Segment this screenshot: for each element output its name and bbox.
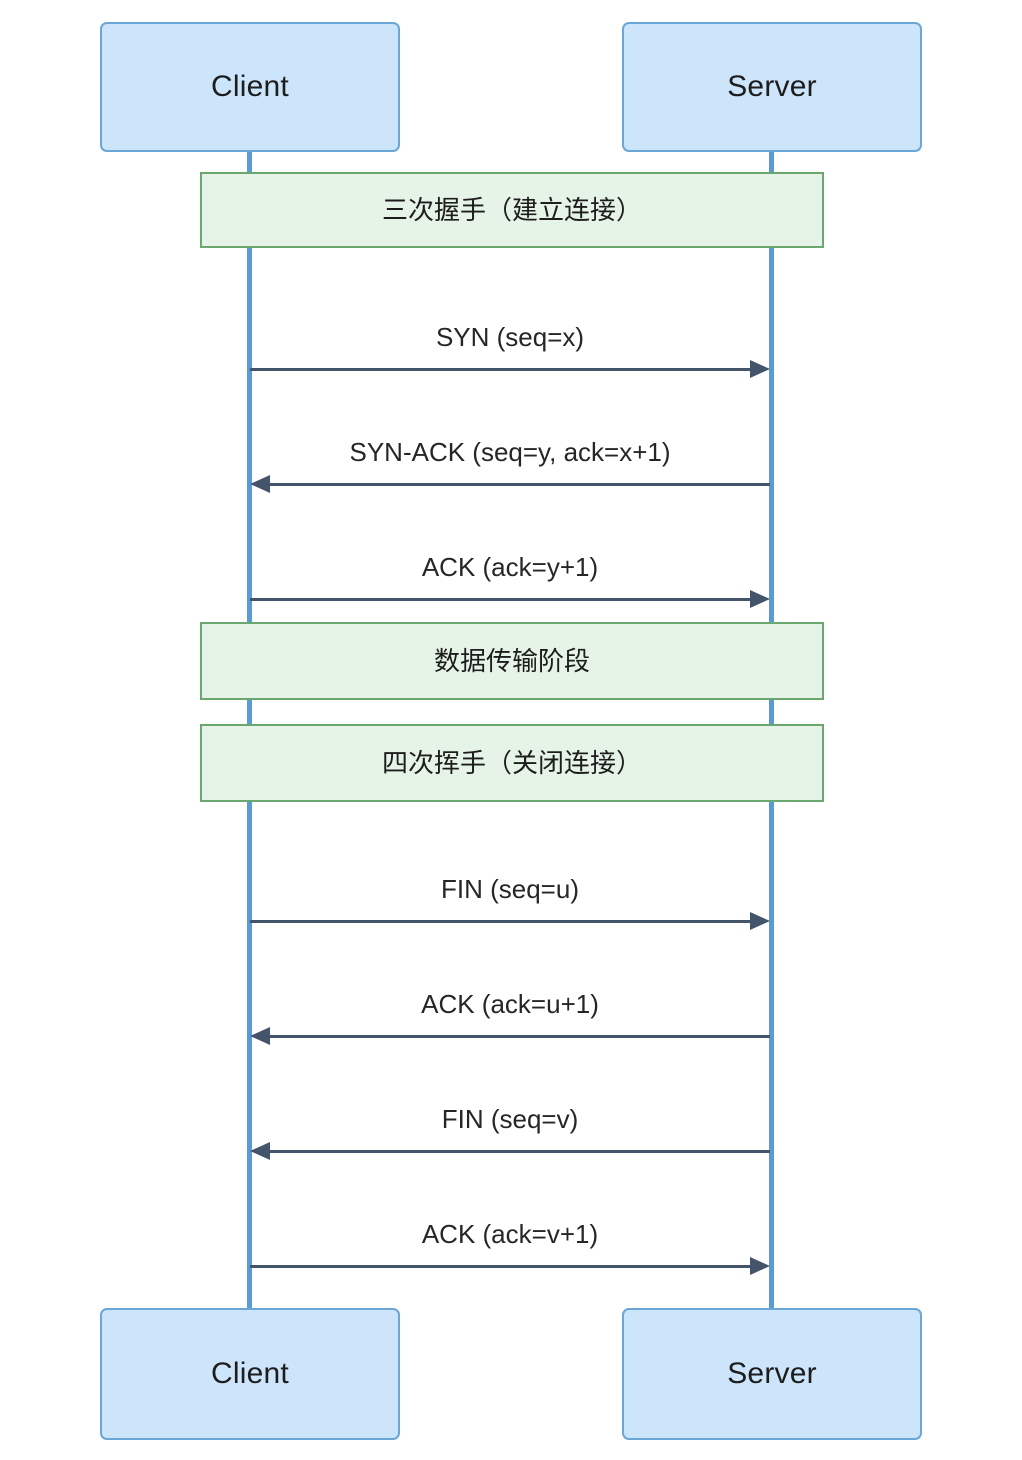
message-ack-u-line [270,1035,770,1038]
phase-band-handshake[interactable]: 三次握手（建立连接） [200,172,824,248]
message-ack-u-label: ACK (ack=u+1) [421,989,599,1019]
participant-server-top-label: Server [727,70,817,103]
message-fin-v-line [270,1150,770,1153]
participant-server-top[interactable]: Server [622,22,922,152]
phase-band-teardown-label: 四次挥手（关闭连接） [381,748,642,778]
message-fin-u-label: FIN (seq=u) [441,874,579,904]
participant-server-bottom[interactable]: Server [622,1308,922,1440]
participant-client-bottom[interactable]: Client [100,1308,400,1440]
phase-band-handshake-label: 三次握手（建立连接） [381,195,642,225]
arrowhead-right-icon [750,1257,770,1275]
arrowhead-right-icon [750,360,770,378]
participant-client-top[interactable]: Client [100,22,400,152]
phase-band-data-transfer-label: 数据传输阶段 [433,646,590,676]
phase-band-teardown[interactable]: 四次挥手（关闭连接） [200,724,824,802]
message-ack-v-label: ACK (ack=v+1) [421,1219,599,1249]
participant-client-bottom-label: Client [211,1357,289,1390]
phase-band-data-transfer[interactable]: 数据传输阶段 [200,622,824,700]
arrowhead-right-icon [750,912,770,930]
participant-server-bottom-label: Server [727,1357,817,1390]
arrowhead-left-icon [250,475,270,493]
arrowhead-right-icon [750,590,770,608]
arrowhead-left-icon [250,1027,270,1045]
message-fin-u-line [250,920,750,923]
message-ack-v-line [250,1265,750,1268]
message-syn-ack-line [270,483,770,486]
message-fin-v-label: FIN (seq=v) [441,1104,579,1134]
message-syn-label: SYN (seq=x) [435,322,585,352]
message-ack-handshake-line [250,598,750,601]
arrowhead-left-icon [250,1142,270,1160]
message-syn-line [250,368,750,371]
participant-client-top-label: Client [211,70,289,103]
message-ack-handshake-label: ACK (ack=y+1) [421,552,599,582]
message-syn-ack-label: SYN-ACK (seq=y, ack=x+1) [349,437,671,467]
